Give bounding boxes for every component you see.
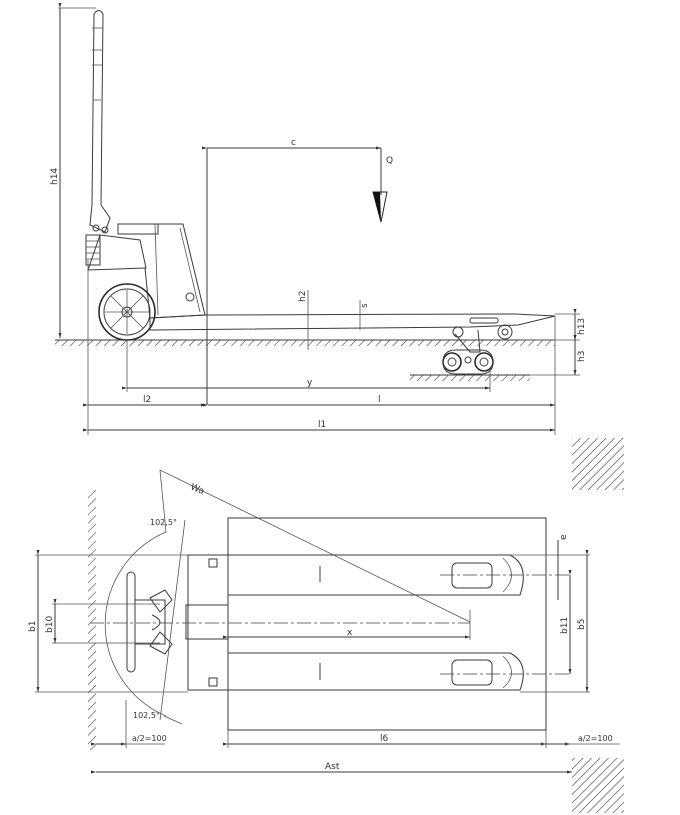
label-s: s <box>360 303 370 308</box>
label-h3: h3 <box>577 351 587 362</box>
label-l6: l6 <box>380 734 389 744</box>
label-clearance-left: a/2=100 <box>132 734 167 743</box>
top-view <box>35 469 620 774</box>
ground-line <box>55 339 555 381</box>
wall-block-top <box>572 438 624 490</box>
label-angle-bottom: 102,5° <box>133 711 160 720</box>
label-b1: b1 <box>28 621 38 632</box>
label-b5: b5 <box>577 619 587 630</box>
label-l2: l2 <box>143 395 151 405</box>
label-l: l <box>378 395 381 405</box>
tiller-handle <box>89 10 111 234</box>
label-angle-top: 102,5° <box>150 518 177 527</box>
label-h13: h13 <box>577 318 587 335</box>
load-rollers <box>442 324 513 375</box>
label-b11: b11 <box>560 617 570 634</box>
label-h14: h14 <box>50 168 60 185</box>
steer-wheel <box>98 283 156 341</box>
label-h2: h2 <box>298 291 308 302</box>
label-ast: Ast <box>325 762 340 772</box>
label-y: y <box>307 378 313 388</box>
forks <box>149 313 556 331</box>
side-view <box>55 3 580 435</box>
label-e: e <box>559 534 569 540</box>
chassis <box>118 223 206 319</box>
label-clearance-right: a/2=100 <box>578 734 613 743</box>
label-wa: Wa <box>189 483 206 497</box>
label-c: c <box>291 138 296 148</box>
wall-left <box>88 490 96 750</box>
load-arrow <box>202 146 388 405</box>
label-b10: b10 <box>45 616 55 633</box>
label-x: x <box>347 628 353 638</box>
label-l1: l1 <box>318 420 326 430</box>
label-q: Q <box>386 156 393 166</box>
wall-block-bottom <box>572 758 624 813</box>
